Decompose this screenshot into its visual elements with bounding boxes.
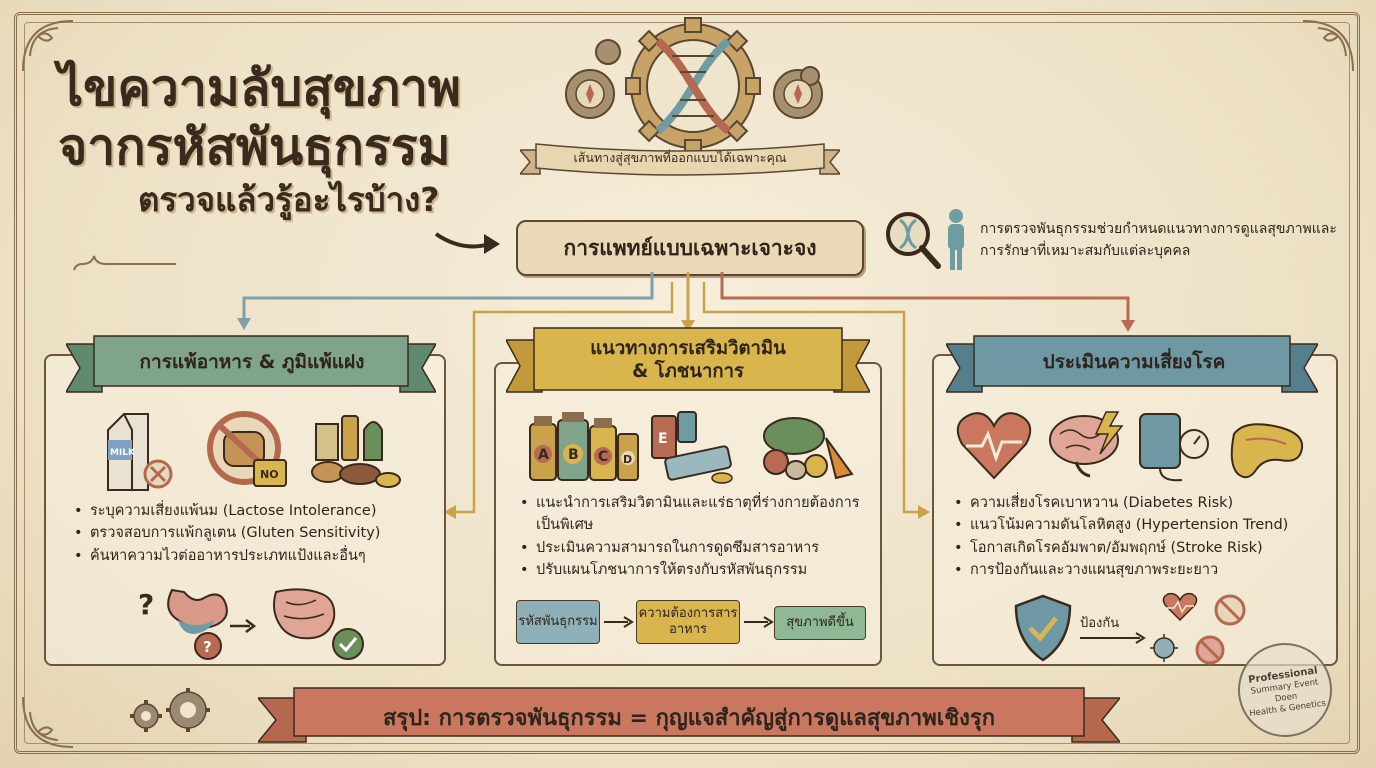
blue-ribbon-icon [946,335,1318,393]
gear-dna-emblem-icon [565,17,823,155]
list-item: ความเสี่ยงโรคเบาหวาน (Diabetes Risk) [954,492,1334,515]
list-item: ปรับแผนโภชนาการให้ตรงกับรหัสพันธุกรรม [520,559,872,582]
title-line-1: ไขความลับสุขภาพ [58,59,461,117]
allergy-icons: MILK NO [107,411,401,491]
svg-text:A: A [538,447,549,463]
corner-flourish-icon [1302,20,1354,72]
title-line-3: ตรวจแล้วรู้อะไรบ้าง? [138,180,440,219]
vitamin-bullet-list: แนะนำการเสริมวิตามินและแร่ธาตุที่ร่างกาย… [520,492,872,582]
arrow-right-icon [604,616,634,628]
no-gluten-icon: NO [207,411,287,487]
list-item: แนวโน้มความดันโลหิตสูง (Hypertension Tre… [954,514,1334,537]
corner-flourish-icon [22,20,74,72]
no-label: NO [260,468,279,481]
shield-icon [1014,594,1072,662]
vitamin-title-line-1: แนวทางการเสริมวิตามิน [590,337,786,359]
list-item: ระบุความเสี่ยงแพ้นม (Lactose Intolerance… [74,500,444,523]
list-item: ค้นหาความไวต่ออาหารประเภทแป้งและอื่นๆ [74,545,444,568]
top-ribbon-text: เส้นทางสู่สุขภาพที่ออกแบบได้เฉพาะคุณ [573,150,787,165]
list-item: ตรวจสอบการแพ้กลูเตน (Gluten Sensitivity) [74,522,444,545]
list-item: ประเมินความสามารถในการดูดซึมสารอาหาร [520,537,872,560]
milk-label: MILK [110,448,136,458]
flow-step-better-health: สุขภาพดีขึ้น [774,606,866,640]
vitamin-icons: A B C D E [529,411,854,484]
disease-risk-panel-title: ประเมินความเสี่ยงโรค [1042,351,1226,373]
list-item: การป้องกันและวางแผนสุขภาพระยะยาว [954,559,1334,582]
title-line-2: จากรหัสพันธุกรรม [58,117,451,176]
ribbon-icon [520,143,840,176]
list-item: แนะนำการเสริมวิตามินและแร่ธาตุที่ร่างกาย… [520,492,872,537]
list-item: โอกาสเกิดโรคอัมพาต/อัมพฤกษ์ (Stroke Risk… [954,537,1334,560]
arrow-right-icon [744,616,774,628]
summary-text: สรุป: การตรวจพันธุกรรม = กุญแจสำคัญสู่กา… [382,706,996,731]
magnifier-person-icon [886,209,964,270]
red-ribbon-icon [258,687,1120,743]
green-ribbon-icon [66,335,436,393]
svg-text:C: C [598,449,608,465]
summary-ribbon: สรุป: การตรวจพันธุกรรม = กุญแจสำคัญสู่กา… [258,686,1120,744]
flourish-icon [73,255,176,271]
question-mark-icon: ? [138,588,154,621]
milk-carton-icon: MILK [107,413,173,491]
flow-step-genetic-code: รหัสพันธุกรรม [516,600,600,644]
allergy-bullet-list: ระบุความเสี่ยงแพ้นม (Lactose Intolerance… [74,500,444,568]
food-jars-icon [311,415,401,488]
flow-step-nutrient-needs: ความต้องการสารอาหาร [636,600,740,644]
gold-ribbon-icon [506,327,870,393]
risk-icons [956,411,1304,482]
allergy-panel-title: การแพ้อาหาร & ภูมิแพ้แฝง [139,351,365,373]
central-description: การตรวจพันธุกรรมช่วยกำหนดแนวทางการดูแลสุ… [980,221,1337,260]
svg-text:D: D [623,453,632,466]
page-title: ไขความลับสุขภาพ จากรหัสพันธุกรรม ตรวจแล้… [58,62,498,218]
svg-text:B: B [568,447,579,463]
arrow-right-icon [434,232,500,254]
svg-text:?: ? [203,638,212,656]
arrow-right-icon [1080,632,1146,644]
vitamin-title-line-2: & โภชนาการ [632,361,744,382]
protect-label: ป้องกัน [1080,616,1120,631]
svg-text:E: E [658,431,668,447]
vegetables-icon [763,417,854,480]
prevented-risks-icons [1150,592,1246,665]
digestion-icons: ? ? [138,588,364,660]
risk-bullet-list: ความเสี่ยงโรคเบาหวาน (Diabetes Risk) แนว… [954,492,1334,582]
gears-icon [130,688,210,732]
top-ribbon-banner: เส้นทางสู่สุขภาพที่ออกแบบได้เฉพาะคุณ [520,140,840,176]
corner-flourish-icon [22,696,74,748]
vitamin-panel-title: แนวทางการเสริมวิตามิน & โภชนาการ [534,330,842,390]
central-concept-box: การแพทย์แบบเฉพาะเจาะจง [516,220,864,276]
outer-frame [14,12,1360,754]
